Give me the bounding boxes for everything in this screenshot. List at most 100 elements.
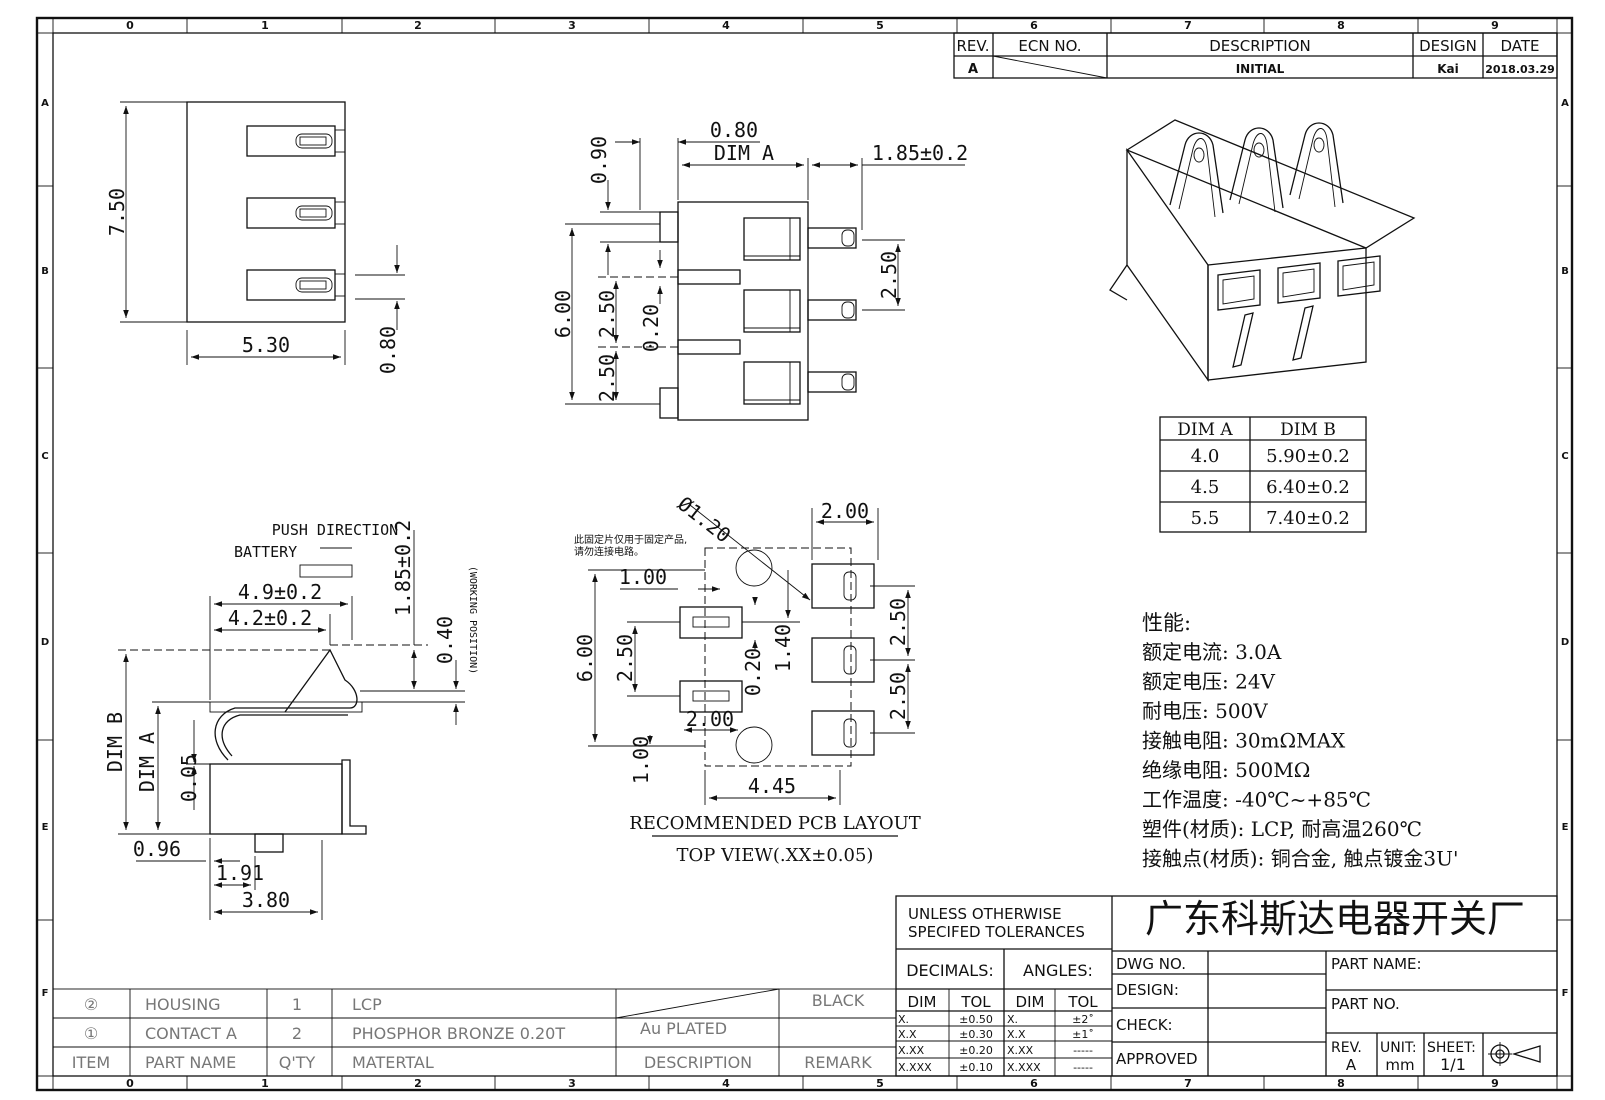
- grid-col-bottom: 9: [1491, 1077, 1499, 1090]
- bom-cell-qty: 1: [292, 995, 302, 1014]
- dim-0-40: 0.40: [433, 616, 457, 664]
- grid-row-right: E: [1562, 822, 1569, 833]
- dim-0-05: 0.05: [177, 754, 201, 802]
- battery-label: BATTERY: [234, 543, 297, 561]
- dim-0-96: 0.96: [133, 837, 181, 861]
- grid-row-right: F: [1562, 988, 1569, 999]
- dim-b-section: DIM B: [103, 712, 127, 772]
- check-label: CHECK:: [1116, 1016, 1173, 1034]
- dwg-no-label: DWG NO.: [1116, 955, 1186, 973]
- grid-row-right: C: [1561, 451, 1568, 462]
- bom-cell-material: LCP: [352, 995, 382, 1014]
- dim-2-00-bottom: 2.00: [686, 707, 734, 731]
- spec-line: 额定电压: 24V: [1142, 670, 1276, 694]
- working-position-label: (WORKING POSITION): [467, 566, 478, 674]
- dim-6-00-front: 6.00: [551, 290, 575, 338]
- grid-row-right: A: [1561, 98, 1569, 109]
- front-view: 0.80 DIM A 1.85±0.2 0.90 6.00 2.50 0.20 …: [551, 118, 968, 421]
- dim-table-cell-b: 5.90±0.2: [1266, 446, 1350, 467]
- rev-value-tb: A: [1346, 1056, 1357, 1074]
- decimal-dim: X.: [898, 1013, 909, 1026]
- revision-block: REV. ECN NO. DESCRIPTION DESIGN DATE A I…: [953, 32, 1558, 79]
- dim-0-20-front: 0.20: [639, 304, 663, 352]
- grid-col-top: 3: [568, 19, 576, 32]
- dim-4-45: 4.45: [748, 774, 796, 798]
- side-contact: [246, 125, 346, 157]
- grid-col-top: 0: [126, 19, 134, 32]
- iso-window: [1277, 262, 1321, 304]
- dim-2-50-pcb-left: 2.50: [613, 634, 637, 682]
- dim-4-9: 4.9±0.2: [238, 580, 322, 604]
- design-value: Kai: [1437, 62, 1459, 76]
- decimals-tol-header: TOL: [960, 993, 991, 1011]
- dim-1-91: 1.91: [216, 861, 264, 885]
- dim-1-85-front: 1.85±0.2: [872, 141, 968, 165]
- company-name: 广东科斯达电器开关厂: [1145, 897, 1525, 941]
- dim-table-cell-b: 6.40±0.2: [1266, 477, 1350, 498]
- pcb-pad: [811, 710, 875, 756]
- dim-1-00-bottom: 1.00: [629, 736, 653, 784]
- date-value: 2018.03.29: [1485, 63, 1555, 76]
- grid-col-bottom: 2: [414, 1077, 422, 1090]
- angle-dim: X.X: [1007, 1028, 1026, 1041]
- grid-col-top: 4: [722, 19, 730, 32]
- iso-slot: [1232, 312, 1254, 368]
- rev-header: REV.: [957, 37, 990, 55]
- specs-heading: 性能:: [1142, 611, 1191, 635]
- ecn-header: ECN NO.: [1018, 37, 1081, 55]
- decimal-tol: ±0.50: [959, 1013, 993, 1026]
- dim-table-cell-a: 4.5: [1191, 477, 1220, 498]
- sheet-label: SHEET:: [1427, 1040, 1476, 1056]
- bom-header: REMARK: [804, 1053, 872, 1072]
- bom-cell-name: CONTACT A: [145, 1024, 237, 1043]
- dim-0-80: 0.80: [376, 326, 400, 374]
- dim-0-90: 0.90: [587, 136, 611, 184]
- decimals-dim-header: DIM: [908, 993, 937, 1011]
- angle-tol: ±2˚: [1072, 1013, 1094, 1026]
- dim-2-50-front-b: 2.50: [595, 354, 619, 402]
- description-value: INITIAL: [1236, 62, 1285, 76]
- bom-cell-remark: BLACK: [812, 991, 865, 1010]
- grid-col-bottom: 1: [261, 1077, 269, 1090]
- dim-a-section: DIM A: [135, 732, 159, 792]
- iso-slot: [1292, 305, 1314, 361]
- angles-label: ANGLES:: [1023, 961, 1093, 980]
- iso-window: [1217, 269, 1261, 311]
- spec-line: 塑件(材质): LCP, 耐高温260℃: [1142, 817, 1422, 841]
- dim-6-00-pcb: 6.00: [573, 634, 597, 682]
- dim-table-cell-a: 4.0: [1191, 446, 1220, 467]
- dim-table-cell-a: 5.5: [1191, 508, 1220, 529]
- pcb-layout-subtitle: TOP VIEW(.XX±0.05): [677, 845, 874, 866]
- approved-label: APPROVED: [1116, 1050, 1198, 1068]
- spec-line: 耐电压: 500V: [1142, 699, 1268, 723]
- pcb-note-line2: 请勿连接电路。: [574, 545, 644, 558]
- dim-1-85-section: 1.85±0.2: [391, 520, 415, 616]
- angles-dim-header: DIM: [1016, 993, 1045, 1011]
- sheet-value: 1/1: [1440, 1055, 1466, 1074]
- design-label: DESIGN:: [1116, 981, 1179, 999]
- bom-cell-item: ②: [84, 995, 98, 1014]
- spec-line: 接触点(材质): 铜合金, 触点镀金3U': [1142, 847, 1459, 871]
- grid-row-left: F: [42, 988, 49, 999]
- tolerance-note-line2: SPECIFED TOLERANCES: [908, 923, 1085, 941]
- pcb-layout-view: 此固定片仅用于固定产品, 请勿连接电路。 Ø1.20 2.00 1.00 6.0…: [573, 491, 921, 866]
- grid-row-left: D: [41, 637, 49, 648]
- rev-label-tb: REV.: [1331, 1040, 1362, 1056]
- decimal-dim: X.XX: [898, 1044, 925, 1057]
- decimal-tol: ±0.10: [959, 1061, 993, 1074]
- isometric-view: [1109, 119, 1416, 383]
- grid-col-bottom: 4: [722, 1077, 730, 1090]
- iso-window: [1337, 255, 1381, 297]
- push-direction-label: PUSH DIRECTION: [272, 521, 398, 539]
- spec-line: 绝缘电阻: 500MΩ: [1142, 758, 1310, 782]
- grid-col-top: 2: [414, 19, 422, 32]
- dim-4-2: 4.2±0.2: [228, 606, 312, 630]
- iso-contact: [1169, 132, 1224, 218]
- side-view: 7.50 5.30 0.80: [105, 101, 405, 374]
- grid-row-left: A: [41, 98, 49, 109]
- pcb-layout-title: RECOMMENDED PCB LAYOUT: [629, 813, 921, 834]
- dim-0-80-front: 0.80: [710, 118, 758, 142]
